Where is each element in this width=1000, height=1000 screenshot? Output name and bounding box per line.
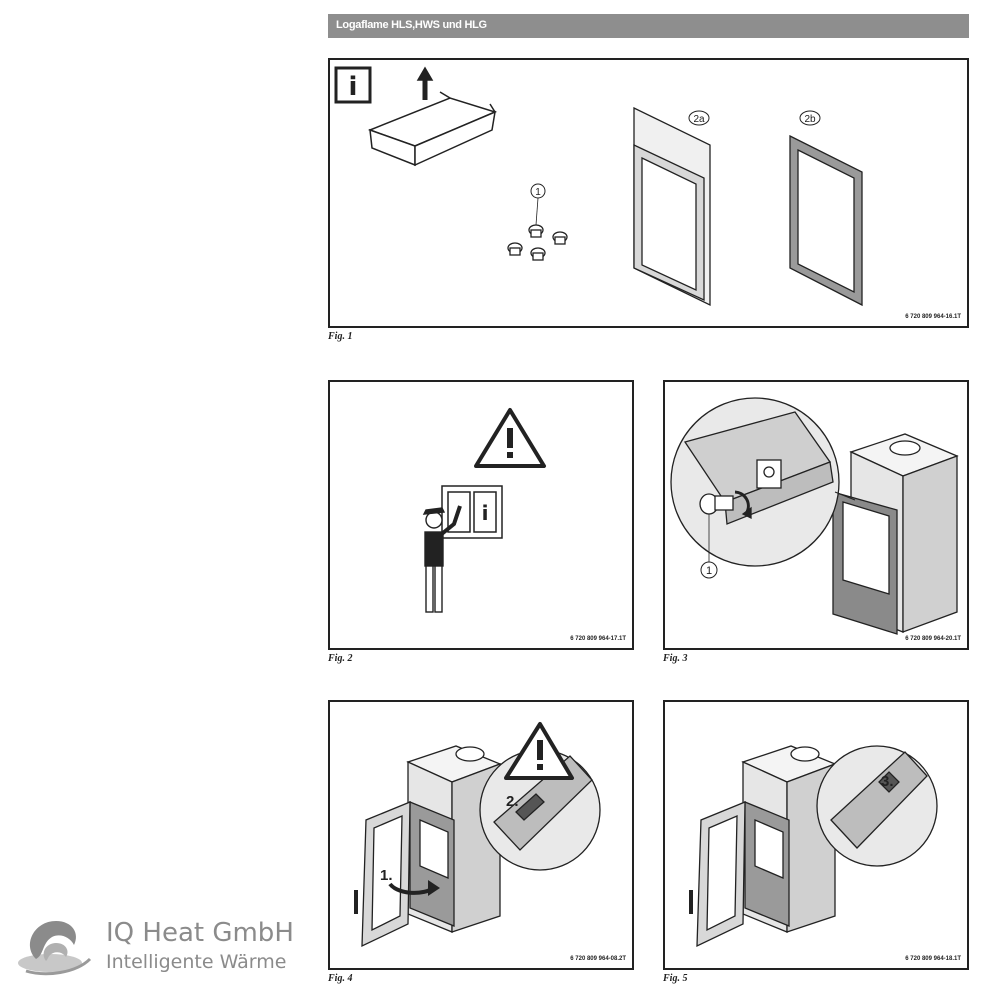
warning-triangle-icon bbox=[504, 722, 574, 780]
reader-person-icon bbox=[422, 505, 462, 613]
door-open-arrow-icon bbox=[388, 880, 440, 896]
figure-3-drawing: 1 bbox=[670, 397, 959, 635]
figure-4-drawing: 1. 2. bbox=[354, 722, 601, 948]
figure-5-drawing: 3. bbox=[689, 745, 938, 948]
figure-5-label: Fig. 5 bbox=[663, 973, 688, 984]
manual-book-icon: i bbox=[441, 485, 503, 539]
detail-magnifier-icon bbox=[816, 745, 938, 867]
package-box-icon bbox=[367, 66, 498, 167]
step-2-label: 2. bbox=[506, 793, 519, 810]
screw-rotation-icon bbox=[699, 490, 752, 520]
fireplace-insert-open-icon bbox=[689, 745, 837, 948]
figure-1-panel: i 1 2a bbox=[328, 58, 969, 328]
company-name: IQ Heat GmbH bbox=[106, 918, 294, 948]
figure-3-label: Fig. 3 bbox=[663, 653, 688, 664]
svg-text:i: i bbox=[482, 501, 489, 525]
callout-1: 1 bbox=[530, 183, 546, 226]
svg-text:2a: 2a bbox=[693, 114, 705, 125]
callout-2b: 2b bbox=[799, 110, 821, 126]
figure-5-code: 6 720 809 964-18.1T bbox=[905, 956, 961, 962]
section-header-bar: Logaflame HLS,HWS und HLG bbox=[328, 14, 969, 38]
callout-2a: 2a bbox=[688, 110, 710, 126]
svg-text:1: 1 bbox=[706, 565, 712, 577]
figure-2-drawing: i bbox=[422, 408, 546, 613]
info-icon: i bbox=[334, 66, 372, 104]
figure-2-panel: i 6 720 809 964-17.1T bbox=[328, 380, 634, 650]
figure-2-label: Fig. 2 bbox=[328, 653, 353, 664]
warning-triangle-icon bbox=[474, 408, 546, 468]
figure-5-panel: 3. 6 720 809 964-18.1T bbox=[663, 700, 969, 970]
fireplace-insert-open-icon bbox=[354, 745, 502, 948]
figure-1-drawing: i 1 2a bbox=[334, 66, 863, 307]
company-logo: IQ Heat GmbH Intelligente Wärme bbox=[16, 915, 306, 985]
step-3-label: 3. bbox=[881, 773, 894, 790]
frame-2a-icon bbox=[633, 106, 711, 307]
frame-2b-icon bbox=[789, 134, 863, 307]
svg-text:1: 1 bbox=[535, 187, 541, 198]
screws-icon bbox=[507, 224, 568, 261]
company-tagline: Intelligente Wärme bbox=[106, 951, 287, 973]
figure-4-label: Fig. 4 bbox=[328, 973, 353, 984]
figure-3-panel: 1 6 720 809 964-20.1T bbox=[663, 380, 969, 650]
figure-4-code: 6 720 809 964-08.2T bbox=[570, 956, 626, 962]
figure-1-code: 6 720 809 964-16.1T bbox=[905, 314, 961, 320]
step-1-label: 1. bbox=[380, 867, 393, 884]
fireplace-insert-icon bbox=[832, 433, 959, 635]
flame-swirl-logo-icon bbox=[18, 921, 92, 976]
figure-1-label: Fig. 1 bbox=[328, 331, 353, 342]
section-title: Logaflame HLS,HWS und HLG bbox=[336, 19, 487, 31]
svg-text:i: i bbox=[349, 72, 358, 102]
figure-2-code: 6 720 809 964-17.1T bbox=[570, 636, 626, 642]
detail-magnifier-icon bbox=[670, 397, 856, 567]
svg-text:2b: 2b bbox=[804, 114, 816, 125]
figure-3-code: 6 720 809 964-20.1T bbox=[905, 636, 961, 642]
callout-1: 1 bbox=[700, 514, 718, 579]
figure-4-panel: 1. 2. 6 720 809 964-08.2T bbox=[328, 700, 634, 970]
